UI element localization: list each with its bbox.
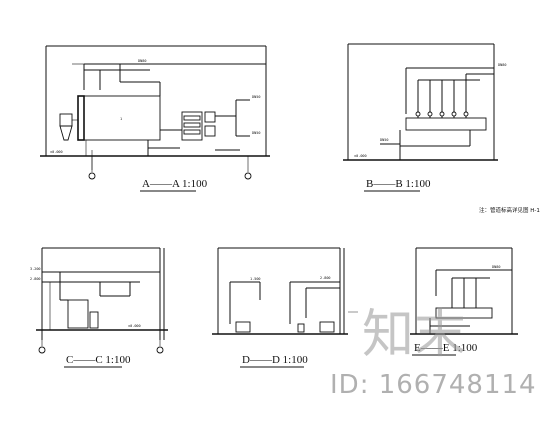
watermark-id: ID: 166748114 (330, 370, 537, 400)
caption-d: D——D 1:100 (242, 354, 308, 366)
section-view-b: ±0.000 DN80 DN50 (343, 43, 506, 192)
svg-text:1: 1 (120, 117, 122, 121)
svg-text:2.800: 2.800 (320, 276, 331, 280)
svg-text:±0.000: ±0.000 (128, 324, 141, 328)
svg-text:1.500: 1.500 (250, 277, 261, 281)
section-view-e: DN80 (410, 247, 518, 356)
svg-text:DN50: DN50 (252, 131, 260, 135)
watermark-logo: 知末 (362, 305, 467, 365)
section-view-a: ±0.000 DN80 DN50 DN50 1 (40, 45, 270, 192)
svg-text:3.200: 3.200 (30, 267, 41, 271)
caption-e: E——E 1:100 (414, 342, 478, 354)
svg-text:DN80: DN80 (138, 59, 146, 63)
svg-text:DN80: DN80 (492, 265, 500, 269)
caption-b: B——B 1:100 (366, 178, 431, 190)
section-view-d: 1.500 2.800 (212, 247, 348, 368)
svg-text:±0.000: ±0.000 (50, 150, 63, 154)
svg-text:DN50: DN50 (380, 138, 388, 142)
caption-a: A——A 1:100 (142, 178, 208, 190)
svg-text:±0.000: ±0.000 (354, 154, 367, 158)
drawing-note: 注：管道标高详见图 H-1 (479, 208, 540, 214)
svg-text:DN80: DN80 (498, 63, 506, 67)
svg-text:2.800: 2.800 (30, 277, 41, 281)
caption-c: C——C 1:100 (66, 354, 131, 366)
section-view-c: 3.200 2.800 ±0.000 (30, 247, 168, 368)
svg-text:DN50: DN50 (252, 95, 260, 99)
